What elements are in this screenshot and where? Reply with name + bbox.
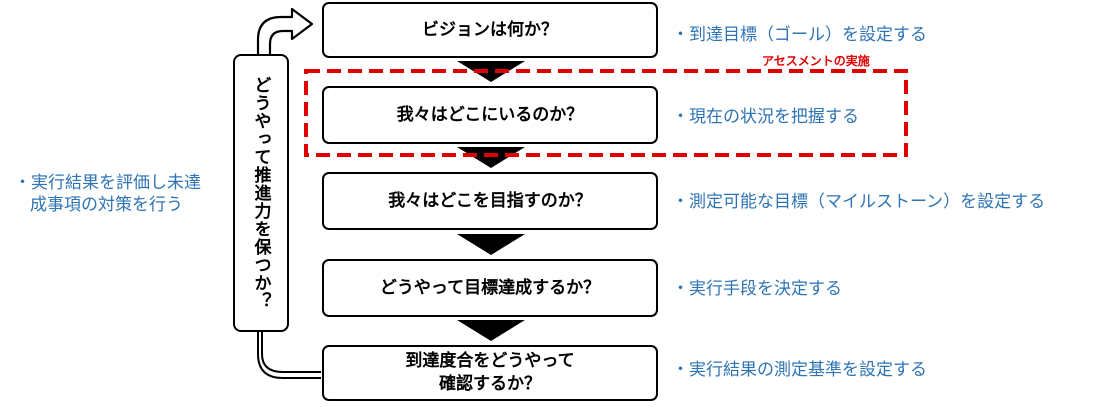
step-target-desc: ・測定可能な目標（マイルストーン）を設定する <box>672 192 1046 212</box>
step-measure-box: 到達度合をどうやって 確認するか？ <box>322 345 658 401</box>
down-arrow-3 <box>457 234 525 255</box>
momentum-box: どうやって推進力を保つか？ <box>233 54 289 332</box>
evaluation-note-line1: ・実行結果を評価し未達 <box>14 173 201 193</box>
evaluation-note: ・実行結果を評価し未達 成事項の対策を行う <box>14 172 224 216</box>
momentum-label: どうやって推進力を保つか？ <box>250 76 271 310</box>
step-vision-box: ビジョンは何か？ <box>322 2 658 58</box>
step-current-state-desc: ・現在の状況を把握する <box>672 107 859 127</box>
step-how-box: どうやって目標達成するか？ <box>322 259 658 317</box>
down-arrow-4 <box>457 320 525 341</box>
assessment-label: アセスメントの実施 <box>762 54 870 68</box>
loop-up-arrow <box>256 7 314 54</box>
step-target-box: 我々はどこを目指すのか？ <box>322 172 658 230</box>
step-current-state-box: 我々はどこにいるのか？ <box>322 86 658 144</box>
assessment-frame <box>304 69 908 157</box>
step-vision-desc: ・到達目標（ゴール）を設定する <box>672 25 927 45</box>
step-how-desc: ・実行手段を決定する <box>672 279 842 299</box>
down-arrow-2 <box>457 147 525 168</box>
down-arrow-1 <box>457 61 525 82</box>
step-measure-desc: ・実行結果の測定基準を設定する <box>672 360 927 380</box>
evaluation-note-line2: 成事項の対策を行う <box>30 195 183 216</box>
loop-back-arrow <box>257 332 321 379</box>
